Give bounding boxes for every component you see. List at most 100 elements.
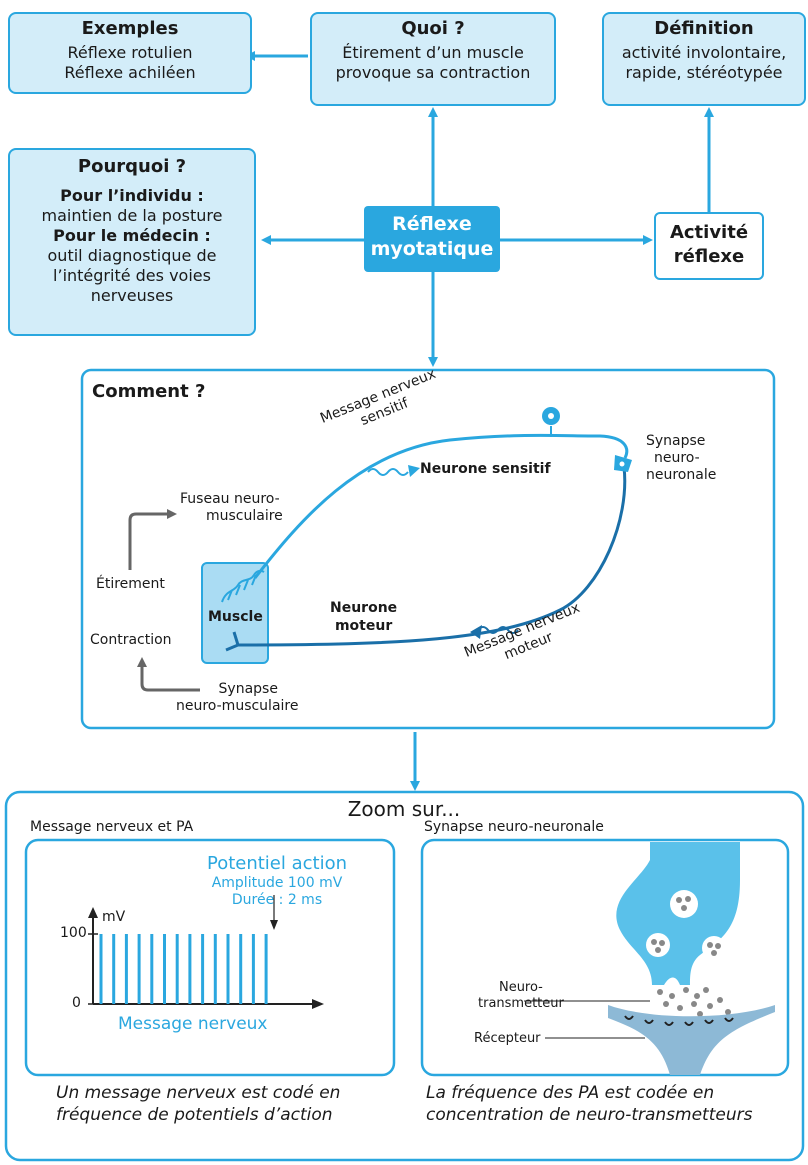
contraction-label: Contraction xyxy=(90,632,172,648)
neurone-moteur-label: Neurone moteur xyxy=(330,599,397,635)
wave-moteur-head xyxy=(470,625,482,639)
nt-dot xyxy=(663,1001,669,1007)
nt-line-1: Neuro- xyxy=(498,980,543,995)
exemples-title: Exemples xyxy=(81,18,179,39)
zoom-right-subtitle: Synapse neuro-neuronale xyxy=(424,819,604,835)
nt-dot xyxy=(715,943,721,949)
nt-dot xyxy=(685,896,691,902)
pa-x-axis-arrow xyxy=(312,999,324,1009)
nt-dot xyxy=(657,989,663,995)
wave-sensitif xyxy=(367,468,409,476)
caption-left-line-1: Un message nerveux est codé en xyxy=(56,1083,341,1103)
zoom-left-panel xyxy=(24,838,396,1077)
neurone-moteur-line-1: Neurone xyxy=(330,600,398,616)
quoi-line-2: provoque sa contraction xyxy=(335,63,531,82)
grey-arrow-contraction xyxy=(137,657,200,692)
fuseau-line-2: musculaire xyxy=(206,508,283,524)
exemples-line-1: Réflexe rotulien xyxy=(67,43,193,62)
pa-y-axis-arrow xyxy=(88,907,98,918)
recepteur-label: Récepteur xyxy=(474,1031,541,1046)
vesicle-3 xyxy=(702,936,726,960)
caption-left: Un message nerveux est codé en fréquence… xyxy=(56,1082,340,1126)
grey-arrow-etirement xyxy=(128,509,177,570)
neurone-sensitif-label: Neurone sensitif xyxy=(420,461,551,477)
neurone-moteur-line-2: moteur xyxy=(334,618,393,634)
nt-dot xyxy=(707,942,713,948)
wave-sensitif-head xyxy=(408,465,420,477)
center-line-1: Réflexe xyxy=(392,213,472,235)
pourquoi-individu: Pour l’individu : xyxy=(60,186,204,205)
zoom-title: Zoom sur... xyxy=(347,797,461,821)
nt-dot xyxy=(676,897,682,903)
pourquoi-medecin: Pour le médecin : xyxy=(53,226,211,245)
muscle-block xyxy=(201,562,269,664)
wave-moteur xyxy=(477,626,519,634)
activite-reflexe-box: Activité réflexe xyxy=(654,212,764,280)
nt-label: Neuro- transmetteur xyxy=(478,980,564,1012)
pa-amp: Amplitude 100 mV xyxy=(211,875,343,891)
pa-y100-label: 100 xyxy=(60,925,87,941)
pourquoi-posture: maintien de la posture xyxy=(41,206,223,225)
pa-y-unit: mV xyxy=(102,909,126,925)
neurone-sensitif-nucleus xyxy=(548,413,554,419)
nt-dot xyxy=(691,1001,697,1007)
caption-right-line-2: concentration de neuro-transmetteurs xyxy=(426,1105,753,1125)
definition-title: Définition xyxy=(654,18,754,39)
box-definition: Définition activité involontaire, rapide… xyxy=(602,12,806,106)
neurone-moteur-path xyxy=(237,466,627,647)
activite-line-1: Activité xyxy=(669,222,749,243)
nt-dot xyxy=(669,993,675,999)
pa-title: Potentiel action xyxy=(206,853,348,874)
caption-right-line-1: La fréquence des PA est codée en xyxy=(426,1083,715,1103)
comment-title: Comment ? xyxy=(92,381,206,402)
nt-dot xyxy=(707,1003,713,1009)
pourquoi-line-5: l’intégrité des voies xyxy=(53,266,211,285)
quoi-line-1: Étirement d’un muscle xyxy=(342,43,524,62)
neurone-sensitif-path xyxy=(253,433,629,579)
synapse-nn-line-3: neuronale xyxy=(646,467,717,483)
comment-box xyxy=(80,368,776,730)
zoom-left-subtitle: Message nerveux et PA xyxy=(30,819,194,835)
pa-annot-arrowhead xyxy=(270,920,278,930)
neurotransmitter-dots xyxy=(651,896,731,1017)
synapse-nn-line-2: neuro- xyxy=(654,450,700,466)
nt-dot xyxy=(717,997,723,1003)
caption-right: La fréquence des PA est codée en concent… xyxy=(426,1082,752,1126)
etirement-label: Étirement xyxy=(96,576,165,592)
center-line-2: myotatique xyxy=(370,238,494,260)
pa-annotation: Potentiel action Amplitude 100 mV Durée … xyxy=(192,853,362,909)
nt-dot xyxy=(655,947,661,953)
box-pourquoi: Pourquoi ? Pour l’individu : maintien de… xyxy=(8,148,256,336)
fuseau-line-1: Fuseau neuro- xyxy=(180,491,280,507)
pourquoi-line-6: nerveuses xyxy=(90,286,174,305)
reflexe-myotatique-box: Réflexe myotatique xyxy=(364,206,500,272)
fuseau-coils xyxy=(227,574,257,601)
vesicle-2 xyxy=(646,933,670,957)
definition-line-2: rapide, stéréotypée xyxy=(625,63,783,82)
neurone-moteur-ending xyxy=(225,631,240,652)
quoi-title: Quoi ? xyxy=(401,18,465,39)
nt-dot xyxy=(725,1009,731,1015)
caption-left-line-2: fréquence de potentiels d’action xyxy=(56,1105,333,1125)
nt-dot xyxy=(651,939,657,945)
synapse-nn-line-1: Synapse xyxy=(646,433,706,449)
nt-dot xyxy=(683,987,689,993)
box-exemples: Exemples Réflexe rotulien Réflexe achilé… xyxy=(8,12,252,94)
fuseau-spiral xyxy=(221,569,265,603)
pourquoi-line-4: outil diagnostique de xyxy=(47,246,217,265)
muscle-label: Muscle xyxy=(208,609,263,625)
activite-line-2: réflexe xyxy=(673,246,745,267)
receptors xyxy=(624,1015,734,1026)
fuseau-label: Fuseau neuro- musculaire xyxy=(180,491,283,525)
pa-xlabel: Message nerveux xyxy=(118,1014,268,1034)
nt-dot xyxy=(697,1011,703,1017)
definition-line-1: activité involontaire, xyxy=(621,43,787,62)
nt-dot xyxy=(703,987,709,993)
synapse-nm-line-2: neuro-musculaire xyxy=(176,698,299,714)
nt-dot xyxy=(659,940,665,946)
nt-dot xyxy=(711,950,717,956)
box-quoi: Quoi ? Étirement d’un muscle provoque sa… xyxy=(310,12,556,106)
pourquoi-title: Pourquoi ? xyxy=(77,156,187,177)
pa-spikes xyxy=(99,934,268,1004)
